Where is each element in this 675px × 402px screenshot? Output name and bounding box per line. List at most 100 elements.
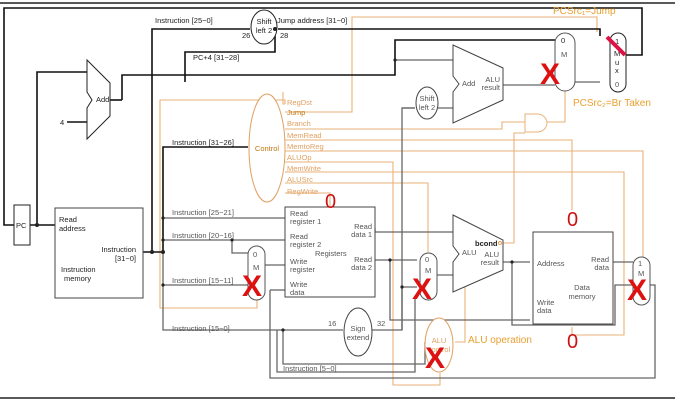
bcond-port: [498, 241, 502, 245]
write-register-label: Write: [290, 257, 307, 266]
bits-32-label: 32: [377, 319, 385, 328]
alu-control: [424, 317, 454, 373]
dm-read-data-label: data: [594, 263, 609, 272]
data-memory-label: Data: [574, 283, 591, 292]
shift-left-2-top: [250, 9, 278, 45]
pcsrc2-mux: [554, 32, 576, 92]
main-alu: [452, 214, 504, 293]
read-data-1-label: data 1: [351, 230, 372, 239]
pc-adder: [86, 58, 111, 141]
instr-15-0-label: Instruction [15−0]: [172, 324, 230, 333]
signal-memtoreg: MemtoReg: [287, 142, 324, 151]
signal-regwrite: RegWrite: [287, 187, 318, 196]
dm-write-data-label: data: [537, 306, 552, 315]
mux-label: 0: [615, 80, 619, 89]
signal-memread: MemRead: [287, 131, 322, 140]
wire-regwrite: [285, 192, 331, 207]
shift-left-2-mid: [415, 86, 439, 120]
signal-aluop: ALUOp: [287, 153, 312, 162]
sign-extend-label: extend: [347, 333, 370, 342]
strike-mark: [605, 35, 627, 57]
control-label: Control: [255, 144, 280, 153]
mux-label: M: [561, 50, 567, 59]
memread-zero-annotation: 0: [567, 209, 578, 231]
registers-label: Registers: [315, 249, 347, 258]
junction-dots: [35, 27, 514, 332]
mux-label: 0: [253, 250, 257, 259]
alu-label: ALU: [462, 248, 477, 257]
instruction-memory-label: memory: [64, 274, 91, 283]
control-wires: [159, 16, 644, 386]
bcond-label: bcond: [475, 239, 498, 248]
alu-result-label: result: [481, 258, 500, 267]
mux-label: x: [615, 66, 619, 75]
dm-read-data-label: Read: [591, 255, 609, 264]
shift-left-2-mid-label: Shift: [419, 94, 435, 103]
wire-bcond: [503, 132, 525, 244]
mux-label: 0: [561, 36, 565, 45]
sign-extend: [343, 307, 373, 357]
dm-write-data-label: Write: [537, 298, 554, 307]
wire-and-out: [547, 90, 566, 123]
instr-25-0-label: Instruction [25−0]: [155, 16, 213, 25]
bits-28-label: 28: [280, 31, 288, 40]
wire-alusrc: [285, 182, 429, 252]
wire-memwrite: [285, 171, 625, 336]
instruction-out-label: [31−0]: [115, 254, 136, 263]
wire-branch: [285, 121, 525, 130]
write-data-label: data: [290, 288, 305, 297]
wire-memread: [285, 139, 573, 210]
instr-31-26-label: Instruction [31−26]: [172, 138, 234, 147]
signal-memwrite: MemWrite: [287, 164, 321, 173]
alu-control-label: control: [428, 345, 451, 354]
read-register-1-label: Read: [290, 209, 308, 218]
constant-4-label: 4: [60, 118, 64, 127]
wire-memtoreg: [285, 150, 644, 272]
wire-aluop: [285, 161, 441, 386]
pc-label: PC: [16, 221, 27, 230]
mux-label: 0: [425, 255, 429, 264]
regdst-mux-cross: X: [242, 270, 262, 303]
data-wires: [162, 59, 656, 379]
alu-control-cross: X: [425, 342, 445, 375]
mux-label: M: [253, 263, 259, 272]
sign-extend-label: Sign: [350, 324, 365, 333]
data-memory-label: memory: [568, 292, 595, 301]
pcsrc1-label: PCSrc₁=Jump: [553, 6, 616, 17]
memtoreg-mux-cross: X: [627, 274, 647, 307]
read-register-2-label: Read: [290, 232, 308, 241]
pcsrc2-label: PCSrc₂=Br Taken: [573, 98, 651, 109]
instruction-out-label: Instruction: [101, 245, 136, 254]
write-register-label: register: [290, 265, 316, 274]
read-data-1-label: Read: [354, 222, 372, 231]
memtoreg-mux: [632, 256, 651, 306]
instr-15-11-label: Instruction [15−11]: [172, 276, 233, 285]
data-memory: [532, 231, 614, 325]
control-signal-labels: RegDst Jump Branch MemRead MemtoReg ALUO…: [287, 98, 324, 196]
shift-left-2-mid-label: left 2: [419, 103, 435, 112]
shift-left-2-top-label: left 2: [256, 26, 272, 35]
main-wires: [3, 7, 643, 253]
jump-address-label: Jump address [31−0]: [277, 16, 347, 25]
memwrite-zero-annotation: 0: [567, 331, 578, 353]
bits-26-label: 26: [242, 31, 250, 40]
branch-adder-result-label: ALU: [485, 75, 500, 84]
control-unit: [248, 93, 286, 203]
read-address-label: address: [59, 224, 86, 233]
mux-label: M: [425, 266, 431, 275]
alu-control-label: ALU: [432, 336, 447, 345]
wire-regdst: [159, 140, 258, 309]
instr-20-16-label: Instruction [20−16]: [172, 231, 234, 240]
branch-and-gate: [524, 113, 548, 133]
shift-left-2-top-label: Shift: [256, 17, 272, 26]
instr-25-21-label: Instruction [25−21]: [172, 208, 234, 217]
pc-adder-label: Add: [96, 95, 109, 104]
regdst-mux: [247, 245, 266, 301]
wire-pc-plus-4: [121, 39, 555, 100]
signal-branch: Branch: [287, 119, 311, 128]
wire-alu-operation: [455, 285, 466, 343]
read-register-2-label: register 2: [290, 240, 321, 249]
mux-label: u: [615, 58, 619, 67]
read-address-label: Read: [59, 215, 77, 224]
instruction-memory: [54, 207, 144, 299]
